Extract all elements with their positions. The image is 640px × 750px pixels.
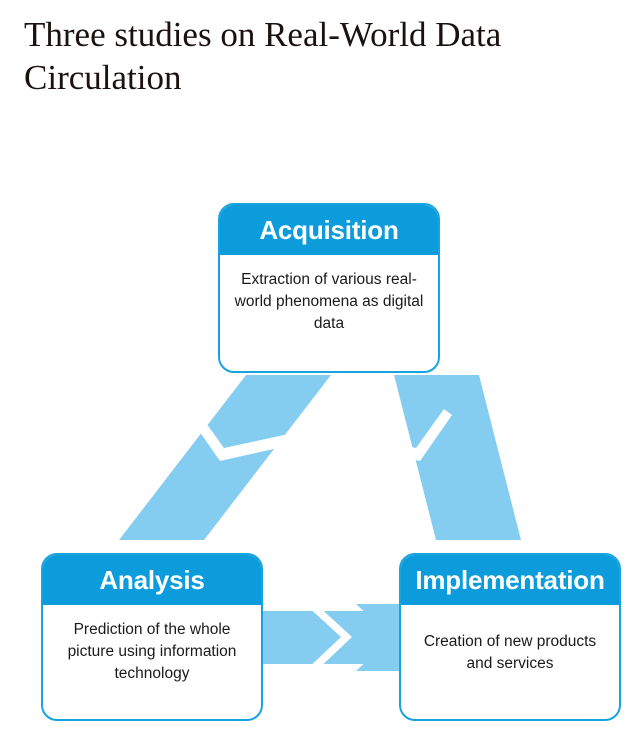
arrow-band-right	[394, 375, 521, 540]
node-card-acquisition[interactable]: Acquisition Extraction of various real-w…	[218, 203, 440, 373]
arrow-implementation-to-acquisition	[305, 375, 521, 540]
arrow-tip-bottom	[356, 604, 406, 671]
node-body-implementation: Creation of new products and services	[423, 633, 597, 672]
node-card-analysis[interactable]: Analysis Prediction of the whole picture…	[41, 553, 263, 721]
node-body-acquisition: Extraction of various real-world phenome…	[234, 271, 424, 332]
arrow-analysis-to-implementation	[256, 604, 406, 671]
page-title: Three studies on Real-World Data Circula…	[24, 15, 502, 97]
arrow-notch-right	[305, 409, 452, 461]
arrow-notch-left	[188, 409, 335, 461]
node-body-analysis: Prediction of the whole picture using in…	[67, 621, 237, 682]
node-header-implementation: Implementation	[401, 555, 619, 605]
arrow-notch-bottom	[305, 604, 352, 671]
node-header-acquisition: Acquisition	[220, 205, 438, 255]
node-card-implementation[interactable]: Implementation Creation of new products …	[399, 553, 621, 721]
arrow-acquisition-to-analysis	[119, 375, 335, 540]
node-header-analysis: Analysis	[43, 555, 261, 605]
